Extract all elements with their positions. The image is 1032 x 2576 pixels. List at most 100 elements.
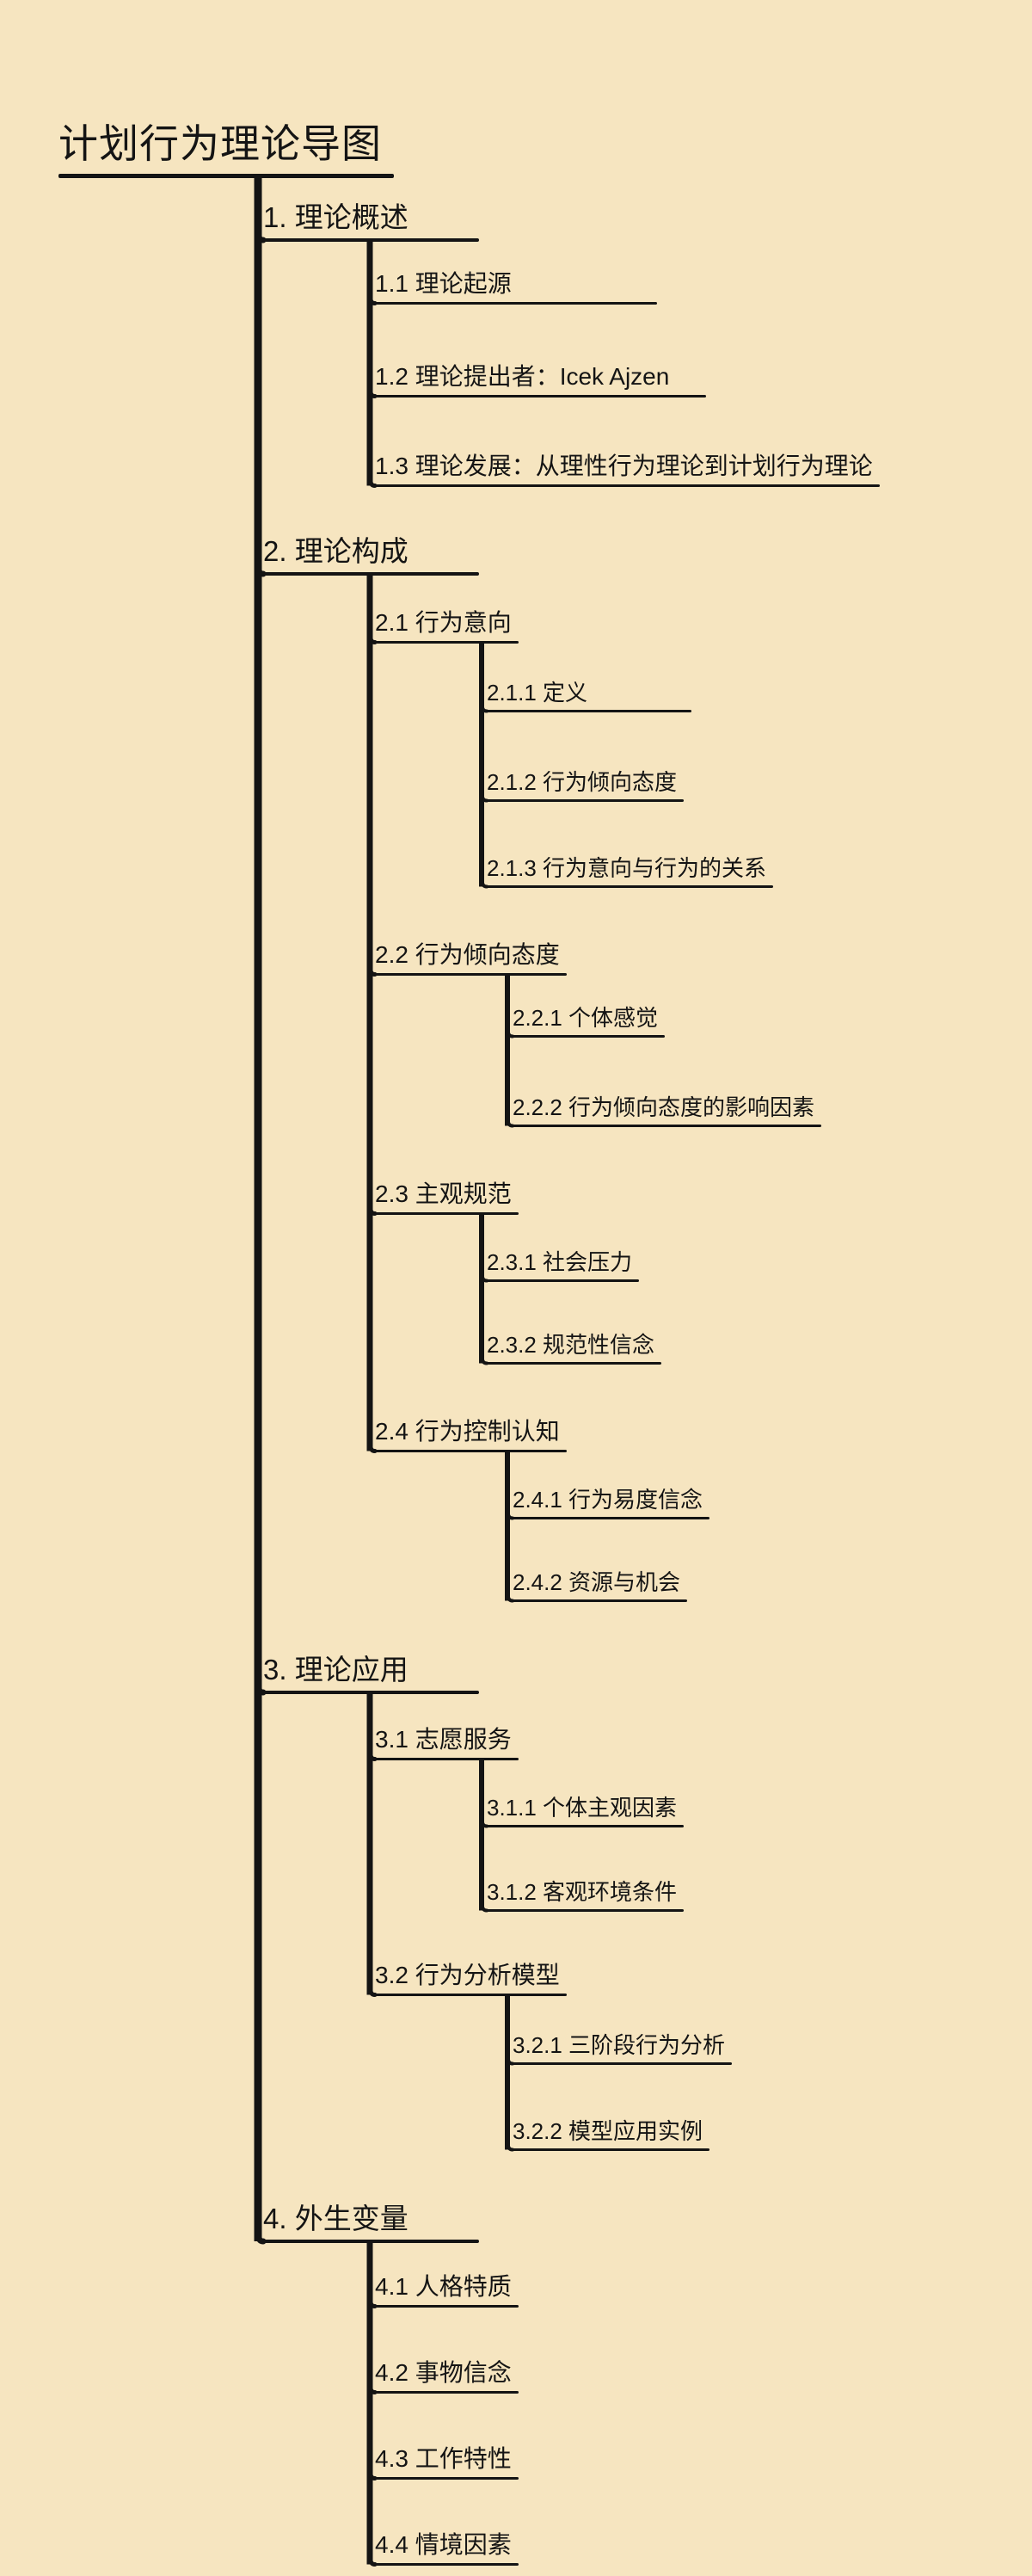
node-underline (263, 2240, 479, 2243)
connector-branch (367, 628, 378, 644)
mindmap-node[interactable]: 3. 理论应用 (263, 1655, 479, 1694)
connector-branch (506, 1587, 514, 1603)
mindmap-node[interactable]: 3.2.1 三阶段行为分析 (513, 2034, 732, 2065)
connector-branch (480, 1896, 488, 1913)
node-underline (375, 2477, 519, 2480)
node-label: 3.2.1 三阶段行为分析 (513, 2032, 726, 2058)
mindmap-node[interactable]: 1. 理论概述 (263, 203, 479, 242)
node-label: 计划行为理论导图 (58, 121, 382, 166)
mindmap-node[interactable]: 2.4 行为控制认知 (375, 1420, 567, 1452)
node-label: 3. 理论应用 (263, 1654, 408, 1685)
node-underline (58, 174, 394, 178)
mindmap-node[interactable]: 4.2 事物信念 (375, 2361, 519, 2394)
node-label: 4.2 事物信念 (375, 2359, 512, 2386)
connector-branch (367, 960, 378, 977)
node-label: 3.1.2 客观环境条件 (487, 1879, 678, 1905)
node-label: 2.1.3 行为意向与行为的关系 (487, 855, 767, 881)
mindmap-node[interactable]: 2.3.1 社会压力 (487, 1251, 639, 1282)
connector-branch (480, 872, 488, 889)
node-underline (513, 1125, 821, 1127)
connector-branch (480, 786, 488, 803)
connector-branch (255, 1677, 267, 1696)
node-label: 3.2 行为分析模型 (375, 1962, 560, 1988)
mindmap-node[interactable]: 4.4 情境因素 (375, 2533, 519, 2566)
node-underline (375, 2391, 519, 2394)
mindmap-node[interactable]: 2.3 主观规范 (375, 1182, 519, 1215)
mindmap-node[interactable]: 4.3 工作特性 (375, 2447, 519, 2480)
node-label: 2.2.2 行为倾向态度的影响因素 (513, 1094, 815, 1120)
node-underline (375, 641, 519, 644)
mindmap-node[interactable]: 3.1.1 个体主观因素 (487, 1796, 684, 1827)
node-underline (375, 2563, 519, 2566)
connector-branch (506, 1112, 514, 1128)
connector-branch (506, 2135, 514, 2152)
connector-branch (367, 289, 378, 305)
mindmap-node[interactable]: 3.1.2 客观环境条件 (487, 1881, 684, 1912)
mindmap-node[interactable]: 3.1 志愿服务 (375, 1728, 519, 1760)
node-underline (263, 572, 479, 576)
node-label: 1.2 理论提出者：Icek Ajzen (375, 363, 670, 390)
node-underline (513, 2062, 732, 2065)
connector-branch (480, 697, 488, 713)
node-label: 2.1.2 行为倾向态度 (487, 769, 678, 795)
mindmap-node[interactable]: 2.4.1 行为易度信念 (513, 1488, 710, 1519)
connector-branch (367, 2464, 378, 2480)
node-underline (375, 395, 706, 397)
node-underline (375, 484, 880, 487)
node-label: 4.1 人格特质 (375, 2273, 512, 2300)
node-underline (513, 1517, 710, 1519)
connector-branch (480, 1349, 488, 1365)
connector-branch (255, 2226, 267, 2245)
mindmap-node[interactable]: 2.2.2 行为倾向态度的影响因素 (513, 1096, 821, 1127)
mindmap-node[interactable]: 2.1.1 定义 (487, 681, 691, 712)
mindmap-node[interactable]: 2.1 行为意向 (375, 611, 519, 644)
node-underline (263, 1691, 479, 1694)
connector-branch (506, 1504, 514, 1520)
node-underline (375, 973, 567, 976)
connector-branch (506, 2049, 514, 2066)
node-underline (487, 1362, 661, 1365)
node-underline (375, 302, 657, 305)
mindmap-node[interactable]: 3.2 行为分析模型 (375, 1963, 567, 1996)
mindmap-node[interactable]: 2.1.2 行为倾向态度 (487, 771, 684, 802)
node-label: 2. 理论构成 (263, 535, 408, 567)
mindmap-node[interactable]: 2.2 行为倾向态度 (375, 943, 567, 976)
mindmap-node[interactable]: 1.3 理论发展：从理性行为理论到计划行为理论 (375, 454, 880, 487)
connector-branch (480, 1812, 488, 1828)
mindmap-node[interactable]: 2.3.2 规范性信念 (487, 1334, 661, 1365)
node-underline (487, 1825, 684, 1827)
connector-branch (255, 225, 267, 243)
mindmap-node[interactable]: 4.1 人格特质 (375, 2275, 519, 2308)
connector-branch (367, 1437, 378, 1453)
connector-branch (367, 471, 378, 488)
mindmap-node[interactable]: 1.2 理论提出者：Icek Ajzen (375, 365, 706, 397)
node-underline (487, 710, 691, 712)
node-label: 1.3 理论发展：从理性行为理论到计划行为理论 (375, 453, 873, 479)
node-underline (487, 1279, 639, 1282)
node-label: 2.2 行为倾向态度 (375, 941, 560, 968)
node-underline (375, 2305, 519, 2308)
mindmap-node[interactable]: 2.4.2 资源与机会 (513, 1571, 687, 1602)
mindmap-node[interactable]: 2.2.1 个体感觉 (513, 1007, 665, 1038)
node-label: 1.1 理论起源 (375, 270, 512, 297)
mindmap-node[interactable]: 2. 理论构成 (263, 537, 479, 576)
mindmap-node[interactable]: 4. 外生变量 (263, 2204, 479, 2243)
connector-branch (506, 1022, 514, 1038)
node-underline (375, 1450, 567, 1452)
connector-branch (367, 1199, 378, 1216)
node-underline (375, 1994, 567, 1996)
node-label: 2.3 主观规范 (375, 1180, 512, 1207)
mindmap-node[interactable]: 3.2.2 模型应用实例 (513, 2120, 710, 2151)
mindmap-node[interactable]: 2.1.3 行为意向与行为的关系 (487, 857, 773, 888)
node-label: 2.1.1 定义 (487, 680, 588, 706)
node-label: 2.2.1 个体感觉 (513, 1005, 659, 1031)
node-label: 2.3.2 规范性信念 (487, 1332, 655, 1358)
connector-branch (255, 558, 267, 577)
node-label: 2.1 行为意向 (375, 609, 512, 636)
mindmap-node[interactable]: 1.1 理论起源 (375, 272, 657, 305)
mindmap-root-node[interactable]: 计划行为理论导图 (58, 124, 394, 178)
connector-branch (367, 1981, 378, 1997)
connector-branch (367, 2550, 378, 2567)
node-label: 1. 理论概述 (263, 201, 408, 233)
